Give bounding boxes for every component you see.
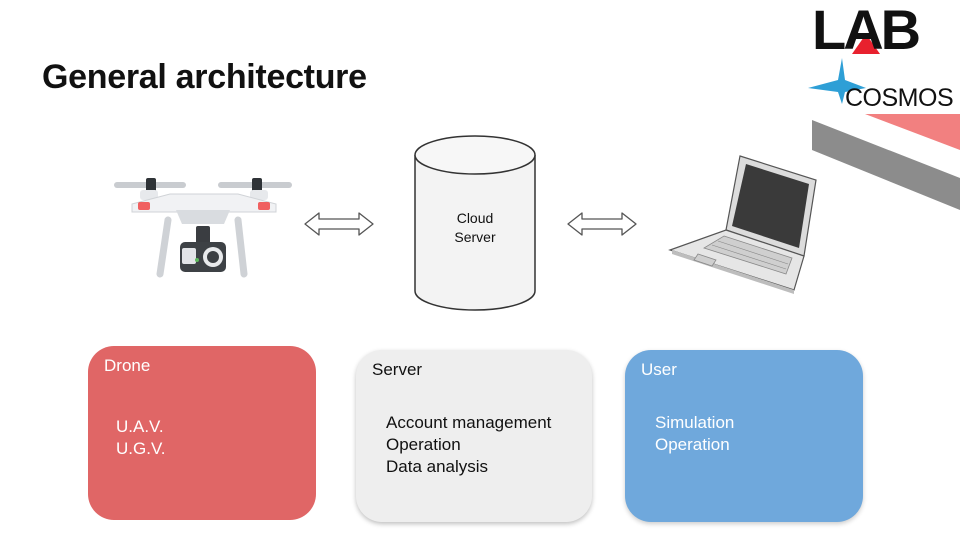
cloud-server-label: Cloud Server [415, 209, 535, 247]
user-box-item: Simulation [655, 413, 735, 432]
logo-cosmos-text: COSMOS [845, 84, 954, 112]
logo-red-stripe [865, 114, 960, 150]
server-box-item: Operation [386, 435, 461, 454]
drone-box-list: U.A.V. U.G.V. [116, 416, 165, 460]
user-box-heading: User [641, 360, 677, 379]
drone-box-heading: Drone [104, 356, 151, 375]
user-box-item: Operation [655, 435, 730, 454]
laptop-icon [668, 155, 817, 294]
drone-box-item: U.G.V. [116, 439, 166, 458]
logo-lab-text: LAB [812, 0, 921, 61]
lab-cosmos-logo [808, 34, 960, 210]
server-user-double-arrow [567, 212, 637, 236]
drone-box: Drone U.A.V. U.G.V. [88, 346, 316, 520]
server-box-item: Data analysis [386, 457, 489, 476]
slide-title: General architecture [42, 58, 367, 96]
server-box-item: Account management [386, 413, 552, 432]
cloud-server-label-line-1: Cloud [456, 210, 494, 226]
logo-gray-stripe [812, 120, 960, 210]
cloud-server-label-line-2: Server [454, 229, 496, 245]
drone-server-double-arrow [304, 212, 374, 236]
logo-red-triangle [852, 34, 880, 54]
server-box: Server Account management Operation Data… [356, 350, 592, 522]
server-box-heading: Server [372, 360, 423, 379]
logo-star-icon [808, 58, 866, 104]
drone-icon [114, 178, 292, 278]
user-box-list: Simulation Operation [655, 412, 734, 456]
server-box-list: Account management Operation Data analys… [386, 412, 551, 478]
cloud-server-cylinder [414, 135, 536, 311]
drone-box-item: U.A.V. [116, 417, 164, 436]
user-box: User Simulation Operation [625, 350, 863, 522]
